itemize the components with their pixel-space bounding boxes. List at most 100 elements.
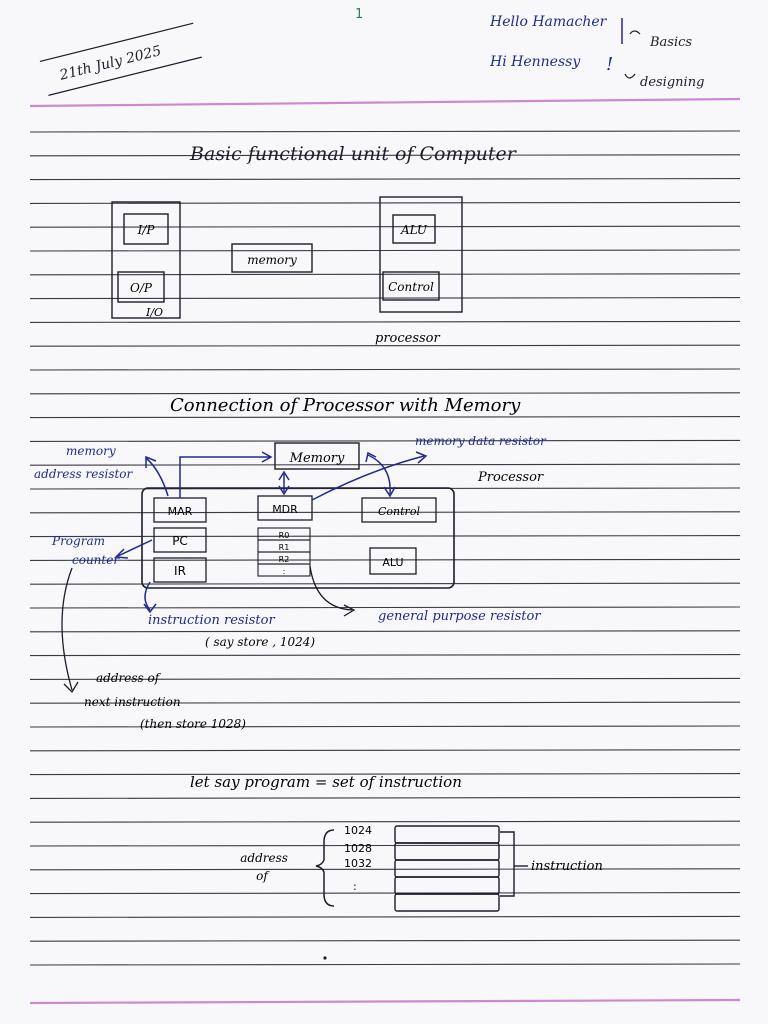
rule-line — [29, 416, 741, 419]
mar-label-pointer-head — [145, 455, 157, 468]
program-statement: let say program = set of instruction — [190, 773, 462, 791]
pc-box — [153, 527, 207, 553]
output-box-label: O/P — [130, 281, 153, 295]
rule-line — [29, 344, 741, 347]
register-r1-label: R1 — [279, 543, 290, 552]
memory-control-arrow — [367, 454, 391, 495]
pen-dot — [323, 956, 327, 960]
input-box-label: I/P — [137, 223, 156, 237]
memory-data-label: memory data resistor — [415, 434, 547, 448]
say-store-note: ( say store , 1024) — [205, 635, 315, 649]
register-to-gpr-arrow — [309, 565, 353, 611]
memory-box-label: memory — [247, 253, 297, 267]
memory-control-arrowhead-top — [365, 451, 377, 463]
address-1028: 1028 — [344, 842, 372, 855]
instruction-slot-1 — [394, 825, 500, 844]
address-brace — [315, 829, 335, 907]
instruction-register-label: instruction resistor — [148, 613, 275, 628]
mar-to-memory-arrow — [179, 456, 270, 498]
black-arrows — [61, 565, 356, 694]
ir-label: IR — [174, 564, 186, 578]
rule-line — [29, 154, 741, 157]
rule-line — [29, 297, 741, 300]
processor-frame — [141, 487, 455, 589]
section1-title: Basic functional unit of Computer — [189, 143, 518, 165]
ir-label-pointer-head — [143, 603, 157, 614]
ir-label-pointer — [144, 581, 151, 611]
mar-to-memory-arrowhead — [261, 451, 273, 463]
greeting-designing: designing — [640, 75, 704, 90]
rule-line — [29, 368, 741, 371]
designing-arrow-icon — [624, 73, 636, 79]
alu-box — [392, 214, 436, 244]
mdr-arrowhead-up — [278, 470, 290, 481]
greeting-exclaim: ! — [606, 54, 613, 75]
next-address-note-line2: next instruction — [84, 695, 181, 709]
processor-label: processor — [375, 331, 441, 346]
alu-box-label: ALU — [400, 223, 428, 237]
ir-box — [153, 557, 207, 583]
date-block: 21th July 2025 — [39, 22, 202, 96]
address-of-line1: address — [240, 851, 288, 865]
control-box-label: Control — [388, 280, 434, 294]
rule-line — [29, 677, 741, 680]
rule-line — [29, 654, 741, 657]
rule-line — [29, 225, 741, 228]
address-of-line2: of — [256, 869, 270, 883]
memory-box — [231, 243, 313, 273]
io-label: I/O — [145, 306, 163, 319]
date-top-line — [39, 22, 194, 62]
pc-label-pointer — [117, 539, 153, 557]
memory-box-2 — [274, 442, 360, 470]
control-box — [382, 271, 440, 301]
input-box — [123, 213, 169, 245]
address-more: : — [353, 880, 357, 893]
memory-address-label: memory address resistor — [34, 444, 134, 481]
rule-line — [29, 868, 741, 871]
output-box — [117, 271, 165, 303]
rule-line — [29, 844, 741, 847]
program-counter-label-line1: Program — [51, 534, 105, 548]
rule-line — [29, 701, 741, 704]
next-address-note: address of next instruction — [84, 671, 181, 709]
processor-outer-box — [379, 196, 463, 313]
rule-line — [29, 820, 741, 823]
register-r2-label: R2 — [279, 555, 290, 564]
memory-address-label-line2: address resistor — [34, 467, 134, 481]
mdr-arrowhead-down — [278, 485, 290, 496]
rule-line — [29, 725, 741, 728]
control-box-2 — [361, 497, 437, 523]
io-outer-box — [111, 201, 181, 319]
general-purpose-label: general purpose resistor — [378, 609, 541, 624]
rule-line — [29, 796, 741, 799]
address-1032: 1032 — [344, 857, 372, 870]
instruction-bracket — [500, 831, 515, 897]
instruction-label: instruction — [531, 859, 603, 874]
rule-line — [29, 939, 741, 942]
program-counter-label: Program counter — [51, 534, 120, 567]
rule-line — [29, 630, 741, 633]
mar-label-pointer — [145, 457, 169, 497]
ruled-lines — [29, 130, 741, 966]
instruction-slot-5 — [394, 893, 500, 912]
then-store-note: (then store 1028) — [140, 717, 246, 731]
date-text: 21th July 2025 — [57, 43, 163, 84]
register-to-gpr-arrowhead — [343, 604, 356, 617]
pc-to-address-arrow — [61, 567, 73, 691]
rule-line — [29, 773, 741, 776]
pc-label-pointer-head — [114, 548, 129, 559]
instruction-slot-3 — [394, 859, 500, 878]
rule-line — [29, 749, 741, 752]
greeting-basics: Basics — [649, 35, 692, 50]
register-more-label: : — [283, 567, 286, 576]
connection-arrows — [114, 451, 428, 614]
pc-label: PC — [172, 534, 188, 548]
rule-line — [29, 963, 741, 966]
date-bottom-line — [48, 56, 202, 96]
rule-line — [29, 201, 741, 204]
memory-address-label-line1: memory — [66, 444, 116, 458]
rule-line — [29, 463, 741, 466]
greeting-hi: Hi Hennessy — [489, 54, 581, 70]
